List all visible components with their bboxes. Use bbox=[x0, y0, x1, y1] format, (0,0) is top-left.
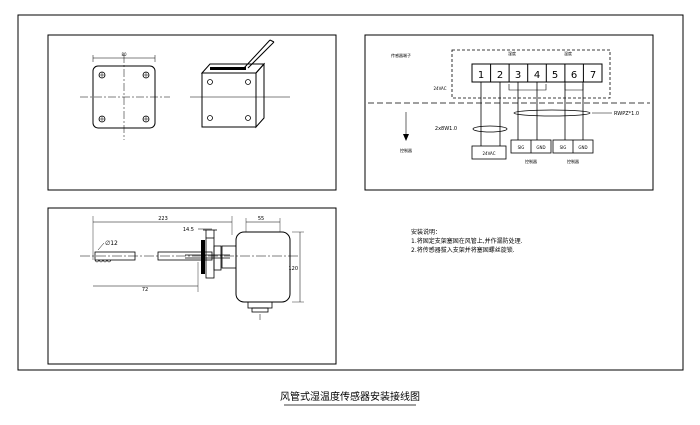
terminal-6: 6 bbox=[571, 70, 577, 81]
sensor-probe bbox=[94, 251, 230, 263]
notes-item-2: 2.将传感器拔入支架并将塞固螺丝旋锁. bbox=[411, 246, 515, 254]
terminal-7: 7 bbox=[590, 70, 596, 81]
wiring-bottom-left-label: 控制器 bbox=[400, 147, 412, 153]
cable-signal-label: RWPZ*1.0 bbox=[614, 111, 639, 117]
sensor-head-housing bbox=[221, 231, 291, 320]
notes-item-1: 1.将固定支架塞固在风管上,并作漏防处理. bbox=[411, 237, 523, 245]
mounting-flange bbox=[201, 229, 222, 279]
box-left-terminal-sig: SIG bbox=[518, 145, 525, 150]
front-width-dim: 80 bbox=[121, 52, 127, 57]
side-probe-diameter: ∅12 bbox=[105, 240, 118, 247]
terminal-5: 5 bbox=[552, 70, 558, 81]
panel-side-view: 223 55 14.5 ∅12 72 bbox=[47, 207, 337, 365]
terminal-2: 2 bbox=[497, 70, 503, 81]
side-dim-height: 120 bbox=[288, 266, 298, 272]
power-cable-bundle bbox=[472, 125, 508, 133]
wiring-top-left-label: 传感器端子 bbox=[391, 52, 411, 58]
side-dim-head: 55 bbox=[258, 216, 264, 222]
panel-side-view-frame bbox=[47, 207, 337, 365]
sheet-border bbox=[17, 14, 684, 371]
notes-heading: 安装说明： bbox=[411, 228, 441, 236]
cable-power-label: 2x8W1.0 bbox=[435, 126, 457, 132]
controller-box-left: SIG GND 控制器 bbox=[510, 139, 552, 164]
panel-front-views-frame bbox=[47, 34, 337, 191]
installation-notes: 安装说明： 1.将固定支架塞固在风管上,并作漏防处理. 2.将传感器拔入支架并将… bbox=[411, 228, 523, 254]
box-left-caption: 控制器 bbox=[525, 158, 537, 164]
drawing-title: 风管式湿温度传感器安装接线图 bbox=[280, 390, 420, 403]
box-right-terminal-sig: SIG bbox=[560, 145, 567, 150]
controller-box-right: SIG GND 控制器 bbox=[552, 139, 594, 164]
power-supply-box bbox=[471, 145, 507, 160]
panel-wiring-frame bbox=[364, 34, 654, 191]
terminal-1: 1 bbox=[478, 70, 484, 81]
power-box-label: 24VAC bbox=[482, 151, 495, 156]
side-dim-probe: 72 bbox=[142, 287, 148, 293]
wiring-group-label-2: 温度 bbox=[564, 50, 572, 56]
terminal-4: 4 bbox=[534, 70, 540, 81]
terminal-enclosure bbox=[451, 49, 611, 99]
sensor-box-3d bbox=[190, 39, 290, 129]
box-right-caption: 控制器 bbox=[567, 158, 579, 164]
mounting-plate: 80 bbox=[80, 52, 170, 140]
box-right-terminal-gnd: GND bbox=[578, 145, 587, 150]
signal-cable-bundle bbox=[513, 109, 591, 117]
panel-front-views: 80 bbox=[47, 34, 337, 191]
panel-wiring: 传感器端子 湿度 温度 1 2 3 4 5 6 7 bbox=[364, 34, 654, 191]
terminal-3: 3 bbox=[515, 70, 521, 81]
wiring-group-label-1: 湿度 bbox=[508, 50, 516, 56]
box-left-terminal-gnd: GND bbox=[536, 145, 545, 150]
terminal-strip: 1 2 3 4 5 6 7 bbox=[471, 63, 603, 83]
wiring-power-line-label: 24VAC bbox=[433, 86, 446, 91]
side-dim-total: 223 bbox=[158, 216, 168, 222]
side-dim-flange: 14.5 bbox=[183, 227, 194, 233]
